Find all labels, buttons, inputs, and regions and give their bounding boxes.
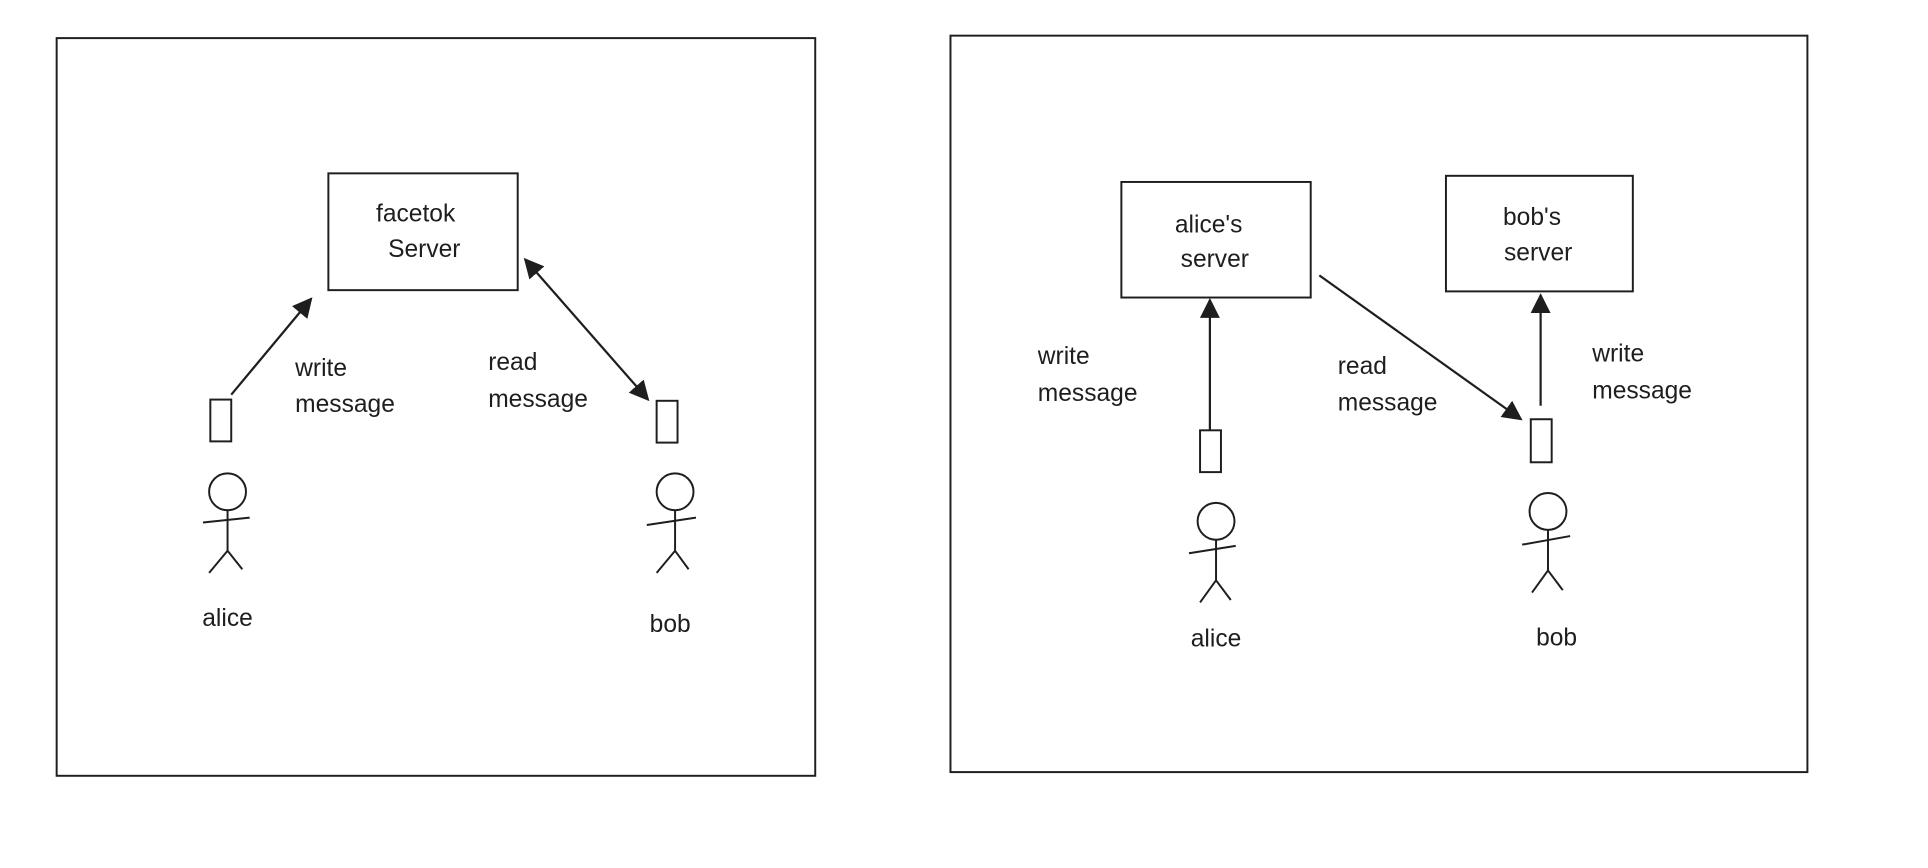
bob-server-box: bob's server (1444, 174, 1634, 293)
server-label: Server (388, 236, 460, 263)
write-arrow (230, 297, 313, 396)
alice-server-box: alice's server (1120, 180, 1312, 299)
alice-write-label: write (1037, 343, 1090, 370)
read-label: message (1338, 390, 1438, 417)
centralized-diagram: facetok Server write message read messag… (55, 37, 817, 777)
write-label: message (295, 391, 395, 418)
bob-phone-icon (1529, 418, 1553, 464)
read-label: message (488, 386, 588, 413)
alice-person-icon (202, 472, 250, 574)
bob-phone-icon (655, 399, 679, 444)
bob-person-icon (1522, 492, 1571, 594)
facetok-server-box: facetok Server (327, 172, 519, 292)
bob-label: bob (1536, 624, 1577, 651)
alice-phone-icon (209, 398, 233, 443)
read-arrow (1318, 274, 1523, 421)
alice-label: alice (202, 605, 253, 632)
read-arrow (523, 257, 650, 402)
read-label: read (1338, 353, 1387, 380)
alice-person-icon (1188, 501, 1236, 604)
server-label: facetok (376, 200, 456, 227)
bob-server-label: server (1504, 240, 1572, 267)
bob-write-label: message (1592, 377, 1692, 404)
alice-phone-icon (1199, 429, 1222, 474)
bob-server-label: bob's (1503, 204, 1561, 231)
alice-label: alice (1191, 626, 1242, 653)
right-frame (949, 34, 1809, 774)
write-label: write (294, 355, 347, 382)
bob-person-icon (646, 472, 697, 574)
bob-write-label: write (1591, 340, 1644, 367)
read-label: read (488, 349, 537, 376)
federated-diagram: alice's server bob's server write messag… (949, 34, 1809, 774)
bob-label: bob (650, 611, 691, 638)
alice-write-label: message (1038, 380, 1138, 407)
alice-server-label: server (1181, 246, 1249, 273)
alice-server-label: alice's (1175, 211, 1243, 238)
left-frame (55, 37, 817, 777)
